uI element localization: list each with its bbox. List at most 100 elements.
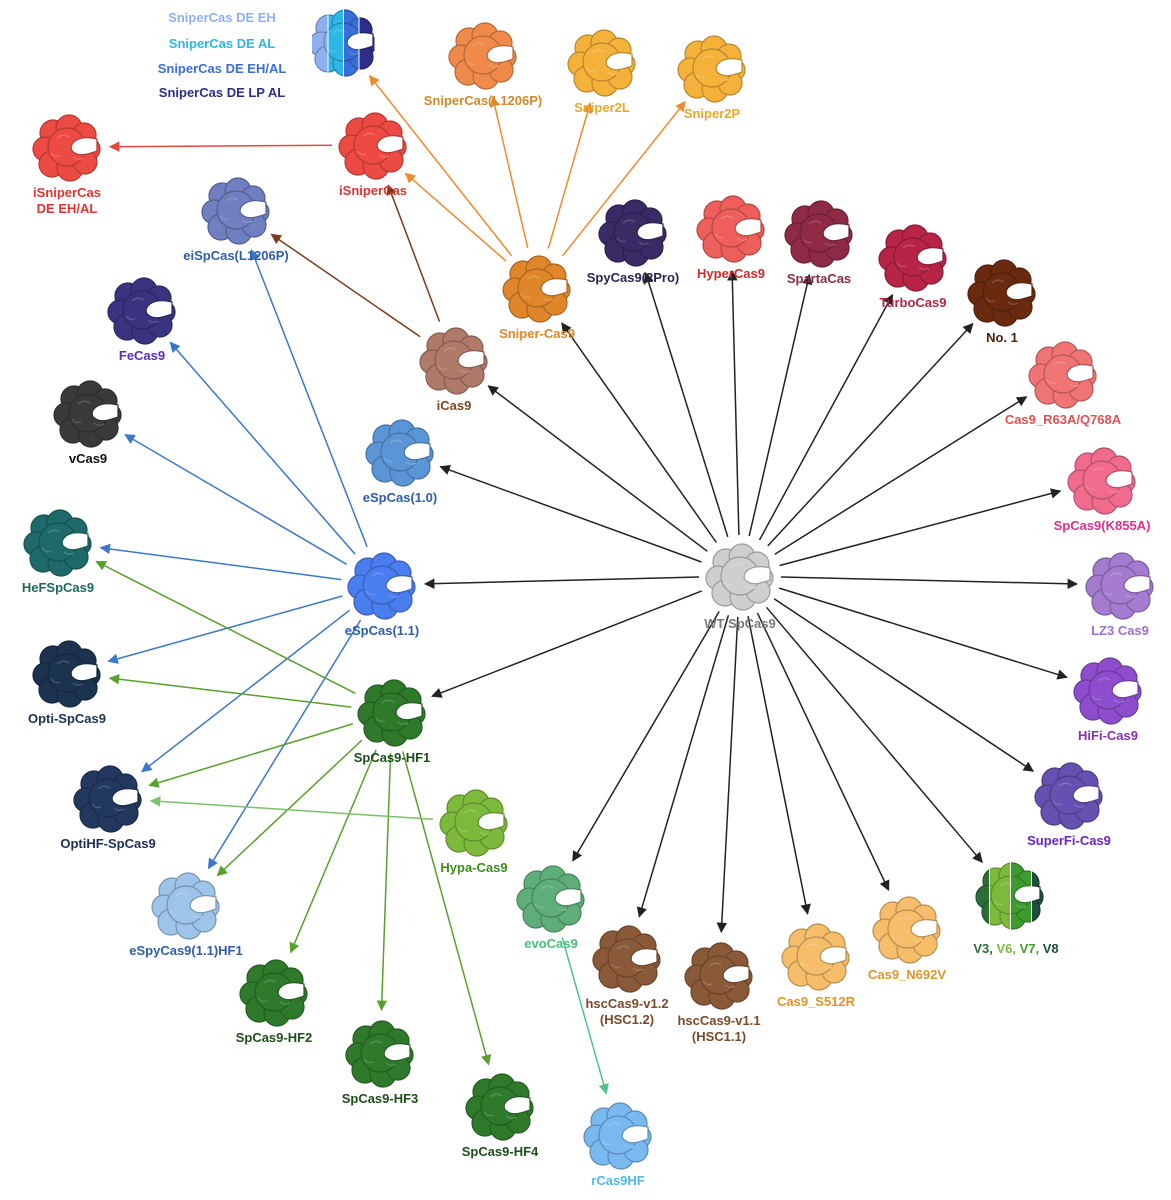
edge-isnipercas-to-isniper_de [108, 141, 333, 152]
node-label: Sniper2L [574, 100, 630, 115]
edge-wt-to-cas9_r63a [774, 396, 1028, 555]
node-vcas9: vCas9 [53, 380, 122, 466]
node-label: SpCas9-HF4 [462, 1144, 539, 1159]
sniperde-legend-line-4: SniperCas DE LP AL [159, 85, 285, 100]
sniperde-legend-line-2: SniperCas DE AL [169, 36, 275, 51]
node-snipercas9: Sniper-Cas9 [499, 255, 575, 341]
node-label: LZ3 Cas9 [1091, 623, 1149, 638]
node-cas9_n692v: Cas9_N692V [868, 896, 946, 982]
node-evocas9: evoCas9 [516, 865, 585, 951]
node-label: SpCas9-HF2 [236, 1030, 313, 1045]
edge-snipercas9-to-isnipercas [404, 172, 507, 262]
protein-icon [502, 255, 571, 323]
protein-icon [347, 552, 416, 620]
protein-icon [201, 177, 270, 245]
node-label: Sniper-Cas9 [499, 326, 575, 341]
node-hsc12: hscCas9-v1.2(HSC1.2) [585, 925, 669, 1027]
protein-icon [1034, 762, 1103, 830]
edge-espcas9_11-to-vcas9 [124, 434, 347, 565]
edge-wt-to-spcas9_hf1 [431, 590, 703, 698]
edge-spcas9_hf1-to-spcas9_hf3 [376, 752, 392, 1012]
node-label: SpCas9-HF1 [354, 750, 431, 765]
node-label: rCas9HF [591, 1173, 645, 1188]
node-label: Cas9_R63A/Q768A [1005, 412, 1122, 427]
protein-icon [684, 942, 753, 1010]
edge-evocas9-to-rcas9hf [561, 937, 609, 1095]
node-label: HiFi-Cas9 [1078, 728, 1138, 743]
protein-icon [239, 959, 308, 1027]
labels-layer: SniperCas DE EH SniperCas DE AL SniperCa… [158, 10, 287, 100]
edge-wt-to-hypercas9 [727, 269, 740, 536]
edge-icas9-to-isnipercas [386, 184, 441, 322]
protein-icon [677, 35, 746, 103]
edge-snipercas9-to-sniper2p [561, 100, 686, 257]
edge-snipercas9-to-sniperde [368, 74, 513, 257]
edge-spcas9_hf1-to-espy_hf1 [216, 739, 363, 877]
protein-icon [1028, 341, 1097, 409]
node-label: eSpCas(1.0) [363, 490, 437, 505]
edge-wt-to-hifi [778, 587, 1068, 680]
protein-icon [583, 1102, 652, 1170]
node-label: HyperCas9 [697, 266, 765, 281]
edge-wt-to-superfi [773, 598, 1035, 772]
edge-wt-to-cas9_s512r [747, 616, 811, 915]
node-spcas9_k855a: SpCas9(K855A) [1054, 447, 1150, 533]
node-label: SpyCas9(2Pro) [587, 270, 679, 285]
node-sniperde [312, 6, 375, 78]
protein-icon [345, 1020, 414, 1088]
protein-icon [338, 112, 407, 180]
segment-1 [989, 859, 1011, 931]
edge-spcas9_hf1-to-optihf [148, 723, 354, 788]
protein-icon [967, 259, 1036, 327]
node-label: (HSC1.2) [600, 1012, 654, 1027]
node-label: iCas9 [437, 398, 472, 413]
edge-spcas9_hf1-to-spcas9_hf4 [402, 751, 492, 1066]
node-hypacas9: Hypa-Cas9 [439, 789, 508, 875]
node-superfi: SuperFi-Cas9 [1027, 762, 1111, 848]
node-cas9_r63a: Cas9_R63A/Q768A [1005, 341, 1122, 427]
node-label: Hypa-Cas9 [440, 860, 507, 875]
protein-icon [598, 199, 667, 267]
node-label: OptiHF-SpCas9 [60, 836, 155, 851]
edge-spcas9_hf1-to-spcas9_hf2 [289, 749, 377, 954]
edge-wt-to-hsc11 [716, 616, 739, 934]
protein-icon [73, 765, 142, 833]
protein-icon [696, 195, 765, 263]
edge-spcas9_hf1-to-hefspcas9 [95, 560, 356, 695]
segment-3 [1031, 859, 1044, 931]
node-optihf: OptiHF-SpCas9 [60, 765, 156, 851]
node-label: eiSpCas(L1206P) [183, 248, 289, 263]
protein-icon [781, 923, 850, 991]
segment-2 [1010, 859, 1032, 931]
edge-wt-to-evocas9 [572, 611, 720, 862]
edge-espcas9_11-to-fecas9 [169, 341, 356, 555]
protein-icon [975, 859, 1044, 931]
node-hefspcas9: HeFSpCas9 [22, 509, 94, 595]
protein-icon [1085, 552, 1154, 620]
node-espcas9_10: eSpCas(1.0) [363, 419, 437, 505]
node-label: FeCas9 [119, 348, 165, 363]
edge-wt-to-lz3 [780, 576, 1079, 590]
node-sniper_l1206p: SniperCas(L1206P) [424, 22, 542, 108]
edges-layer [95, 74, 1079, 1095]
edge-espcas9_11-to-eispcas [250, 249, 368, 548]
node-label: WT SpCas9 [704, 616, 776, 631]
node-label: TurboCas9 [880, 295, 947, 310]
node-label: iSniperCas [339, 183, 407, 198]
node-spycas9_2pro: SpyCas9(2Pro) [587, 199, 679, 285]
node-label: SuperFi-Cas9 [1027, 833, 1111, 848]
node-wt: WT SpCas9 [704, 543, 776, 631]
node-label: HeFSpCas9 [22, 580, 94, 595]
node-fecas9: FeCas9 [107, 277, 176, 363]
protein-icon [53, 380, 122, 448]
node-label: hscCas9-v1.1 [677, 1013, 760, 1028]
node-label: evoCas9 [524, 936, 577, 951]
protein-icon [516, 865, 585, 933]
edge-wt-to-snipercas9 [561, 322, 718, 543]
label-segment: V3, [973, 941, 996, 956]
protein-icon [872, 896, 941, 964]
sniperde-legend-line-1: SniperCas DE EH [168, 10, 276, 25]
